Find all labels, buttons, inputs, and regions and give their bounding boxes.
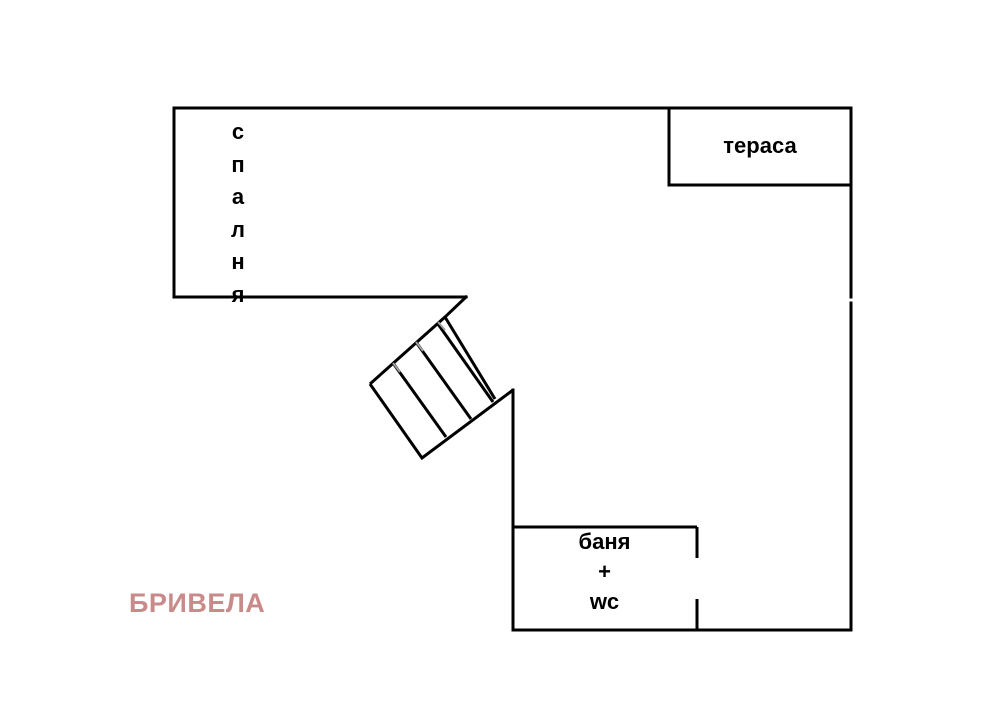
terrace-walls <box>667 108 851 187</box>
bathroom-label: баня + wc <box>513 527 696 617</box>
terrace-label: тераса <box>723 133 797 158</box>
bedroom-letter: н <box>231 249 245 274</box>
bathroom-walls <box>513 525 699 630</box>
bedroom-label: с п а л н я <box>224 116 252 311</box>
staircase <box>368 315 514 461</box>
wall-bedroom-and-top <box>172 106 853 299</box>
stair-step-3 <box>436 323 495 403</box>
wall-stair-upper-diagonal <box>442 294 469 320</box>
bathroom-label-line2: + <box>598 559 611 584</box>
watermark-text: БРИВЕЛА <box>129 588 266 618</box>
bedroom-letter: п <box>231 151 245 177</box>
wall-bottom-and-left <box>511 388 853 632</box>
stair-edge-left <box>369 315 446 386</box>
bedroom-letter: л <box>231 216 245 242</box>
bedroom-letter: с <box>231 119 245 144</box>
stair-step-2 <box>414 341 473 420</box>
bedroom-letter: а <box>231 184 245 209</box>
stair-step-1 <box>391 362 448 438</box>
stair-accent-2 <box>415 341 424 352</box>
stair-outline <box>368 383 514 461</box>
stair-accent-3 <box>437 321 446 331</box>
stair-edge-right <box>443 316 497 400</box>
outer-walls <box>172 106 853 632</box>
bathroom-label-line1: баня <box>578 529 631 554</box>
bedroom-letter: я <box>231 281 245 307</box>
stair-accent-1 <box>392 362 401 373</box>
bathroom-label-line3: wc <box>589 589 620 614</box>
